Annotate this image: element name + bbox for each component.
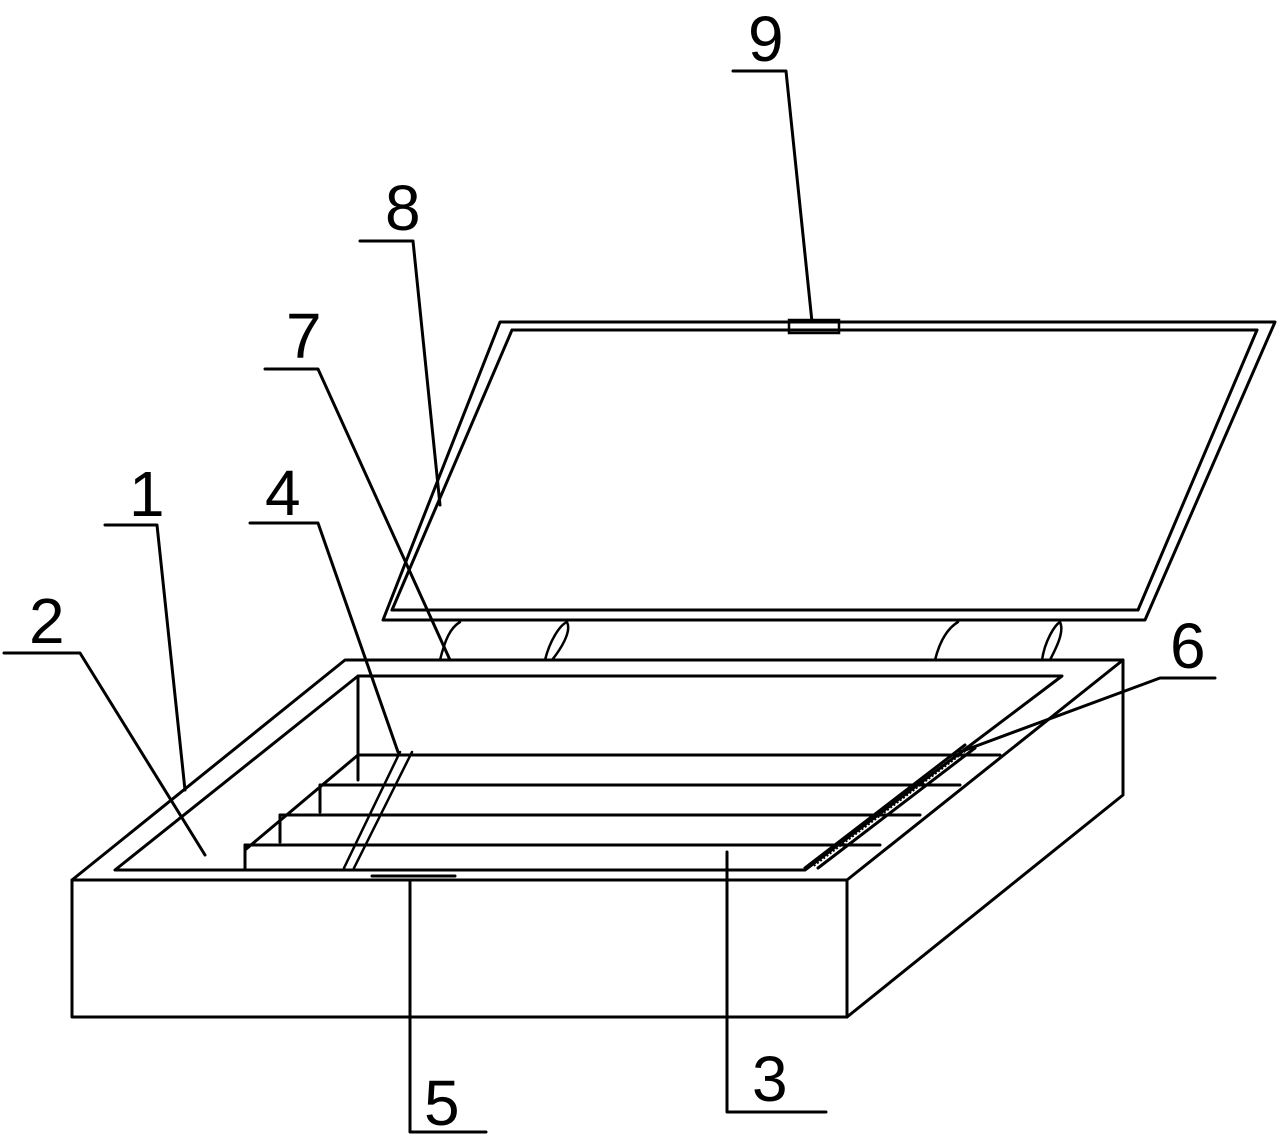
leader-lines [2,69,1217,1134]
spring-strip [803,743,977,870]
partition-rod [342,750,414,870]
callout-5: 5 [424,1067,460,1138]
callout-1: 1 [129,458,165,530]
callout-7: 7 [286,300,322,372]
callout-2: 2 [29,585,65,657]
latch-plate [366,874,457,882]
callout-6: 6 [1170,610,1206,682]
callout-labels: 1 2 3 4 5 6 7 8 9 [29,3,1206,1138]
callout-3: 3 [752,1043,788,1115]
hinges [438,620,1063,662]
lid-clasp [787,318,841,335]
lid [381,318,1277,622]
callout-8: 8 [385,172,421,244]
callout-9: 9 [748,3,784,75]
box-base [70,658,1125,1019]
partitions [243,753,1002,872]
callout-4: 4 [265,457,301,529]
